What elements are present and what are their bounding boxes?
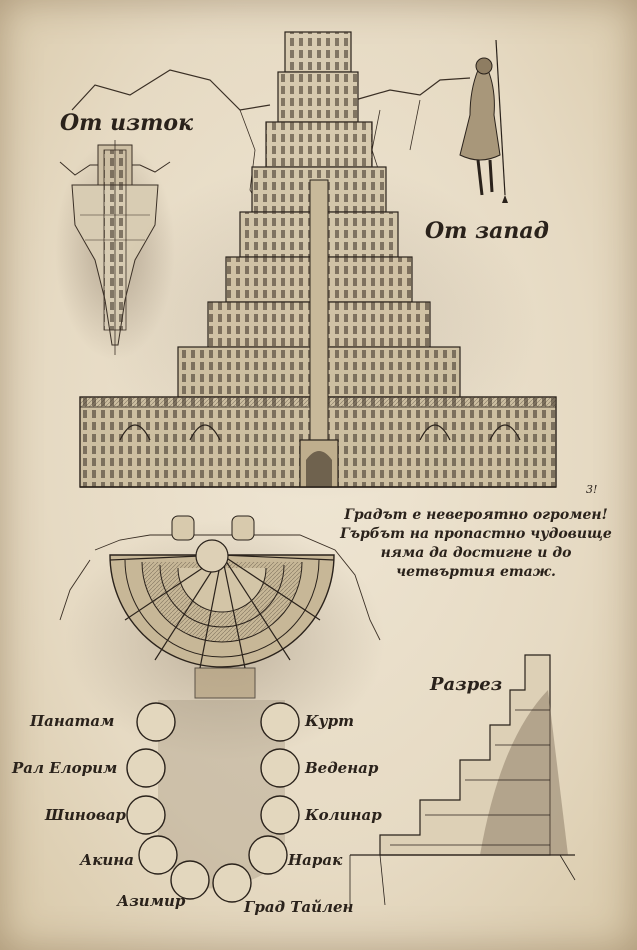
section-drawing [349, 654, 576, 906]
hanging-figure [459, 39, 508, 203]
district-label-left: Шиновар [45, 806, 126, 824]
district-label-left: Панатам [30, 712, 115, 730]
district-label-right: Курт [305, 712, 354, 730]
west-view-label: От запад [425, 218, 549, 244]
district-label-left: Азимир [117, 892, 186, 910]
note-line-4: четвъртия етаж. [396, 563, 556, 580]
east-view-label: От изток [60, 110, 193, 136]
mountain-line [71, 69, 471, 231]
district-label-left: Акина [80, 851, 134, 869]
section-label: Разрез [430, 674, 503, 695]
district-label-right: Нарак [288, 851, 343, 869]
note-line-1: Градът е невероятно огромен! [344, 507, 608, 523]
district-label-right: Град Тайлен [244, 898, 354, 916]
note-line-2: Гърбът на пропастно чудовище [340, 525, 612, 542]
district-label-right: Колинар [305, 806, 382, 824]
signature-mark: 3! [586, 483, 598, 496]
city-note: Градът е невероятно огромен! Гърбът на п… [326, 506, 626, 582]
city-plan [59, 515, 385, 903]
district-label-left: Рал Елорим [12, 759, 118, 777]
note-line-3: няма да достигне и до [380, 544, 572, 561]
west-view-tower [79, 31, 557, 500]
district-label-right: Веденар [305, 759, 379, 777]
